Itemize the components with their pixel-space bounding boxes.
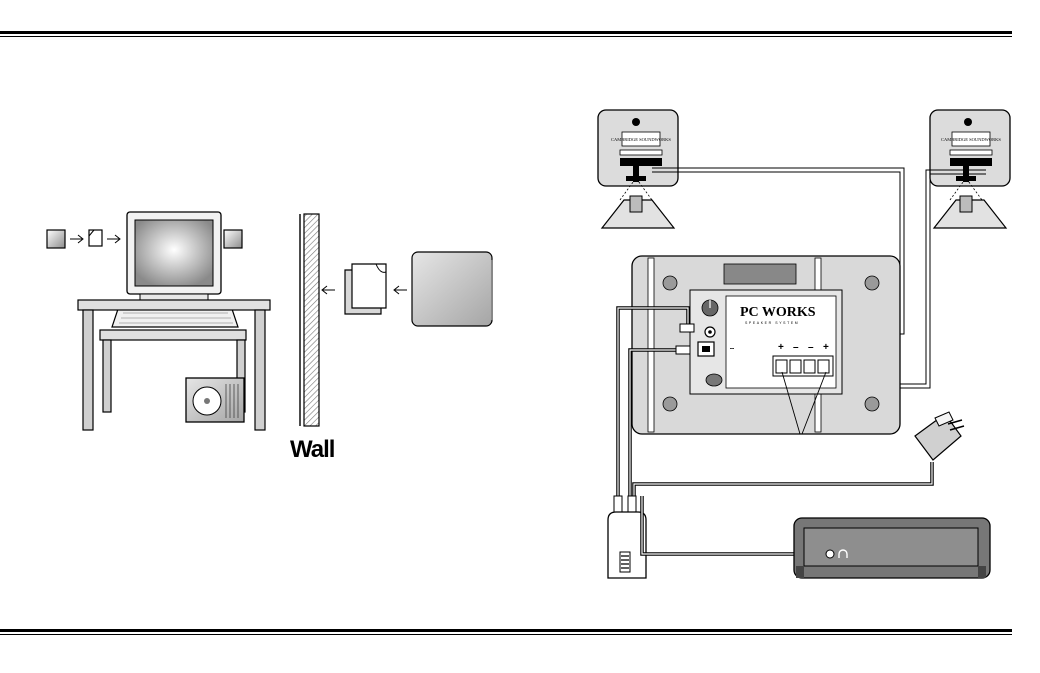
power-button	[706, 374, 722, 386]
note-pad-icon	[89, 230, 102, 246]
speaker-box-icon	[412, 252, 492, 326]
speaker-badge: CAMBRIDGE SOUNDWORKS	[611, 137, 671, 142]
wall-label: Wall	[290, 436, 334, 463]
left-arrow-icon	[322, 286, 335, 294]
audio-source-device	[794, 518, 990, 578]
terminal-sign: –	[793, 342, 799, 353]
left-illustration: Wall	[47, 212, 492, 463]
right-arrow-icon	[107, 235, 120, 243]
terminal-sign: –	[808, 342, 814, 353]
wall	[300, 214, 319, 426]
satellite-speaker-icon	[224, 230, 242, 248]
right-satellite-speaker: CAMBRIDGE SOUNDWORKS	[930, 110, 1010, 228]
brand-tagline: SPEAKER SYSTEM	[745, 321, 799, 325]
subwoofer-base: ⎓ PC WORKS SPEAKER SYSTEM + – – +	[632, 256, 900, 434]
left-arrow-icon	[394, 286, 407, 294]
power-symbol: ⎓	[730, 346, 734, 352]
monitor-icon	[127, 212, 221, 301]
right-illustration: CAMBRIDGE SOUNDWORKS CAMBRIDGE SOUNDWORK…	[598, 110, 1010, 578]
mounting-template-icon	[345, 264, 386, 314]
terminal-sign: +	[778, 342, 784, 353]
brand-name: PC WORKS	[740, 305, 816, 320]
small-speaker-icon	[47, 230, 65, 248]
terminal-sign: +	[823, 342, 829, 353]
left-satellite-speaker: CAMBRIDGE SOUNDWORKS	[598, 110, 678, 228]
speaker-badge: CAMBRIDGE SOUNDWORKS	[941, 137, 1001, 142]
subwoofer-icon	[186, 378, 244, 422]
right-arrow-icon	[70, 235, 83, 243]
